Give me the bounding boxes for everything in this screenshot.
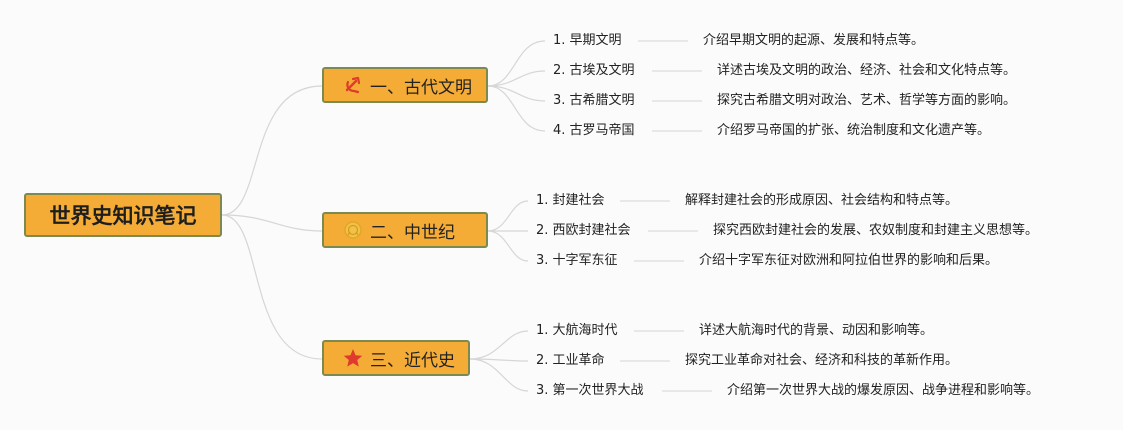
item-desc-crusades[interactable]: 介绍十字军东征对欧洲和阿拉伯世界的影响和后果。 — [699, 253, 999, 268]
item-desc-ancient-egypt[interactable]: 详述古埃及文明的政治、经济、社会和文化特点等。 — [717, 63, 1017, 78]
emblem-icon — [342, 219, 364, 241]
branch-label: 一、古代文明 — [370, 77, 472, 98]
connector-b3-item3 — [469, 358, 529, 392]
item-title-feudal-society[interactable]: 1. 封建社会 — [536, 193, 605, 208]
branch-label: 二、中世纪 — [370, 222, 455, 243]
connector-b1-item1 — [487, 40, 546, 87]
branch-modern-history[interactable]: 三、近代史 — [322, 340, 470, 376]
connector-b1-item4 — [487, 85, 546, 132]
item-title-crusades[interactable]: 3. 十字军东征 — [536, 253, 618, 268]
hammer-sickle-icon — [342, 74, 364, 96]
branch-ancient-civilization[interactable]: 一、古代文明 — [322, 67, 488, 103]
item-desc-world-war-one[interactable]: 介绍第一次世界大战的爆发原因、战争进程和影响等。 — [727, 383, 1040, 398]
item-desc-roman-empire[interactable]: 介绍罗马帝国的扩张、统治制度和文化遗产等。 — [717, 123, 991, 138]
root-topic[interactable]: 世界史知识笔记 — [24, 193, 222, 237]
connector-b1-item3 — [487, 85, 546, 102]
item-title-roman-empire[interactable]: 4. 古罗马帝国 — [553, 123, 635, 138]
item-desc-age-of-discovery[interactable]: 详述大航海时代的背景、动因和影响等。 — [699, 323, 934, 338]
root-topic-label: 世界史知识笔记 — [49, 204, 197, 228]
item-desc-ancient-greece[interactable]: 探究古希腊文明对政治、艺术、哲学等方面的影响。 — [717, 93, 1017, 108]
connector-b2-item3 — [487, 230, 529, 262]
connector-root-branch-3 — [221, 214, 323, 360]
star-icon — [342, 347, 364, 369]
connector-b3-item1 — [469, 330, 529, 360]
item-desc-industrial-revolution[interactable]: 探究工业革命对社会、经济和科技的革新作用。 — [685, 353, 959, 368]
connector-b1-item2 — [487, 70, 546, 87]
item-title-world-war-one[interactable]: 3. 第一次世界大战 — [536, 383, 644, 398]
connector-b2-item1 — [487, 200, 529, 232]
item-title-ancient-egypt[interactable]: 2. 古埃及文明 — [553, 63, 635, 78]
item-desc-early-civilization[interactable]: 介绍早期文明的起源、发展和特点等。 — [703, 33, 925, 48]
item-title-ancient-greece[interactable]: 3. 古希腊文明 — [553, 93, 635, 108]
item-title-age-of-discovery[interactable]: 1. 大航海时代 — [536, 323, 618, 338]
item-title-industrial-revolution[interactable]: 2. 工业革命 — [536, 353, 605, 368]
item-desc-western-feudal[interactable]: 探究西欧封建社会的发展、农奴制度和封建主义思想等。 — [713, 223, 1039, 238]
item-title-western-feudal[interactable]: 2. 西欧封建社会 — [536, 223, 631, 238]
connector-root-branch-2 — [221, 214, 323, 232]
branch-middle-ages[interactable]: 二、中世纪 — [322, 212, 488, 248]
connector-root-branch-1 — [221, 85, 323, 216]
branch-label: 三、近代史 — [370, 350, 455, 371]
item-title-early-civilization[interactable]: 1. 早期文明 — [553, 33, 622, 48]
item-desc-feudal-society[interactable]: 解释封建社会的形成原因、社会结构和特点等。 — [685, 193, 959, 208]
